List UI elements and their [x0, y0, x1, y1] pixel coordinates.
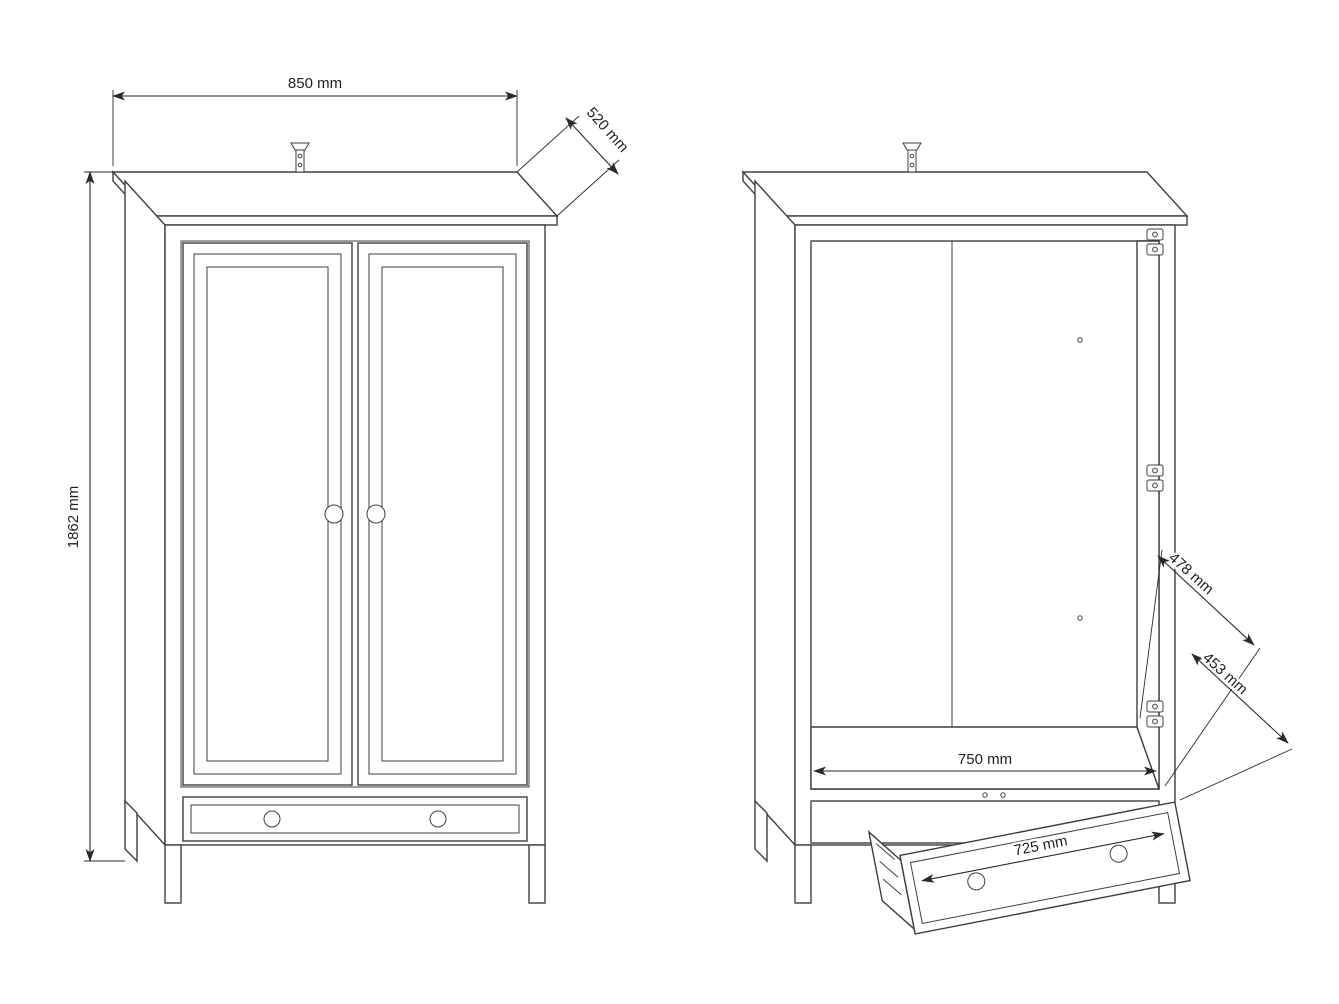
- front-right-leg: [528, 844, 546, 904]
- wardrobe-open-view: 750 mm 725 mm 478 mm: [741, 142, 1293, 935]
- cabinet-interior: [810, 240, 1160, 790]
- dimension-drawer-depth: 453 mm: [1179, 647, 1293, 801]
- front-left-leg-open: [794, 844, 812, 904]
- width-dimension-label: 850 mm: [288, 75, 342, 92]
- rail-screw-hole: [1000, 792, 1006, 798]
- door-left-knob: [324, 504, 344, 524]
- door-opening: [810, 240, 1160, 790]
- rail-screw-hole: [982, 792, 988, 798]
- back-left-leg-open: [754, 799, 768, 863]
- top-panel-open: [741, 170, 1189, 227]
- drawer-front: [182, 796, 528, 842]
- depth-dimension-label: 520 mm: [583, 104, 632, 156]
- shelf-pin-holes: [1077, 337, 1083, 621]
- left-side-panel-open: [754, 179, 796, 847]
- height-dimension-label: 1862 mm: [65, 486, 82, 549]
- wall-bracket-icon-open: [902, 142, 922, 173]
- top-panel: [111, 170, 559, 227]
- door-right: [357, 242, 528, 786]
- door-left: [182, 242, 353, 786]
- drawer-knob-left: [263, 810, 281, 828]
- interior-width-dimension-label: 750 mm: [958, 751, 1012, 768]
- front-left-leg: [164, 844, 182, 904]
- hinge-icon-top: [1146, 228, 1164, 256]
- wall-bracket-icon: [290, 142, 310, 173]
- wardrobe-closed-view: 850 mm 520 mm 1862 mm: [63, 73, 634, 904]
- hinge-icon-bottom: [1146, 700, 1164, 728]
- door-right-knob: [366, 504, 386, 524]
- pulled-out-drawer: 725 mm: [867, 801, 1191, 935]
- dimension-interior-width: 750 mm: [813, 749, 1157, 776]
- dimension-width: 850 mm: [112, 73, 518, 166]
- back-left-leg: [124, 799, 138, 863]
- hinge-icon-middle: [1146, 464, 1164, 492]
- dimension-height: 1862 mm: [63, 171, 125, 862]
- drawer-depth-dimension-label: 453 mm: [1199, 649, 1251, 698]
- left-side-panel: [124, 179, 166, 847]
- drawer-knob-right: [429, 810, 447, 828]
